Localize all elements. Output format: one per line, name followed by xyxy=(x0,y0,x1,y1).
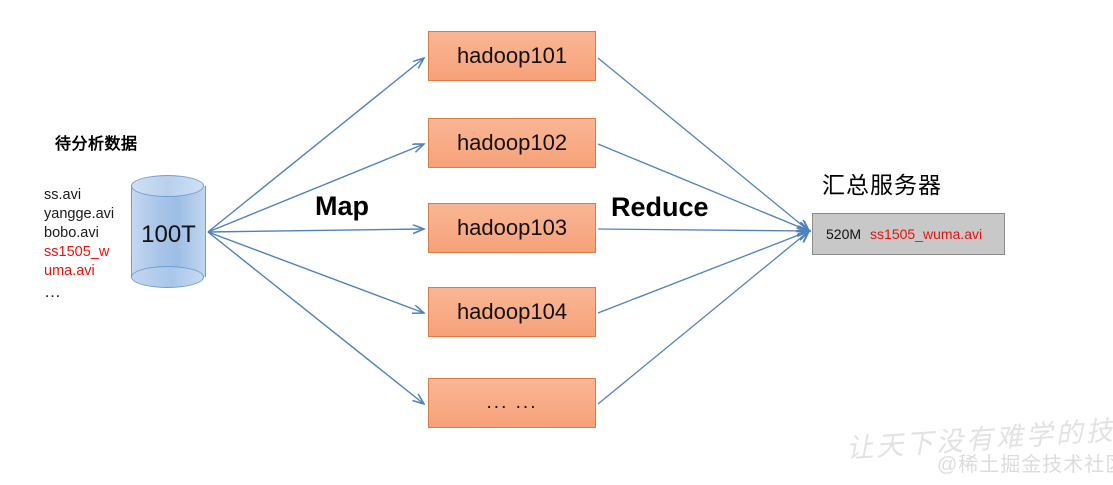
map-arrows xyxy=(207,58,424,404)
reduce-arrows xyxy=(597,57,809,405)
result-size-label: 520M xyxy=(826,226,862,242)
watermark-brand: @稀土掘金技术社区 xyxy=(937,454,1113,476)
server-result-box[interactable]: 520M ss1505_wuma.avi xyxy=(812,213,1005,255)
file-list-item: bobo.avi xyxy=(44,225,99,241)
node-label: hadoop104 xyxy=(456,299,568,324)
reduce-phase-label: Reduce xyxy=(611,192,709,222)
node-label: hadoop101 xyxy=(456,43,568,68)
file-list-item: yangge.avi xyxy=(44,206,115,222)
node-label: ... ... xyxy=(486,392,538,413)
node-label: hadoop103 xyxy=(456,215,568,240)
node-box-more[interactable]: ... ... xyxy=(428,378,596,428)
node-label: hadoop102 xyxy=(456,130,568,155)
node-box-hadoop102[interactable]: hadoop102 xyxy=(428,118,596,168)
map-phase-label: Map xyxy=(315,191,369,221)
file-list-item-highlighted: ss1505_w xyxy=(44,244,110,260)
file-list-item-highlighted: uma.avi xyxy=(44,263,95,279)
data-store-cylinder: 100T xyxy=(131,175,206,288)
cylinder-bottom-ellipse xyxy=(131,266,204,288)
source-title: 待分析数据 xyxy=(55,136,138,153)
node-box-hadoop104[interactable]: hadoop104 xyxy=(428,287,596,337)
node-box-hadoop101[interactable]: hadoop101 xyxy=(428,31,596,81)
server-title: 汇总服务器 xyxy=(822,172,942,198)
node-box-hadoop103[interactable]: hadoop103 xyxy=(428,203,596,253)
file-list-item: ss.avi xyxy=(44,187,82,203)
cylinder-body xyxy=(131,186,206,277)
cylinder-top-ellipse xyxy=(131,175,204,197)
cylinder-capacity-label: 100T xyxy=(141,221,196,248)
result-filename-label: ss1505_wuma.avi xyxy=(870,226,983,242)
source-file-list: ss.avi yangge.avi bobo.avi ss1505_w uma.… xyxy=(44,186,134,281)
file-list-ellipsis: … xyxy=(44,282,62,301)
